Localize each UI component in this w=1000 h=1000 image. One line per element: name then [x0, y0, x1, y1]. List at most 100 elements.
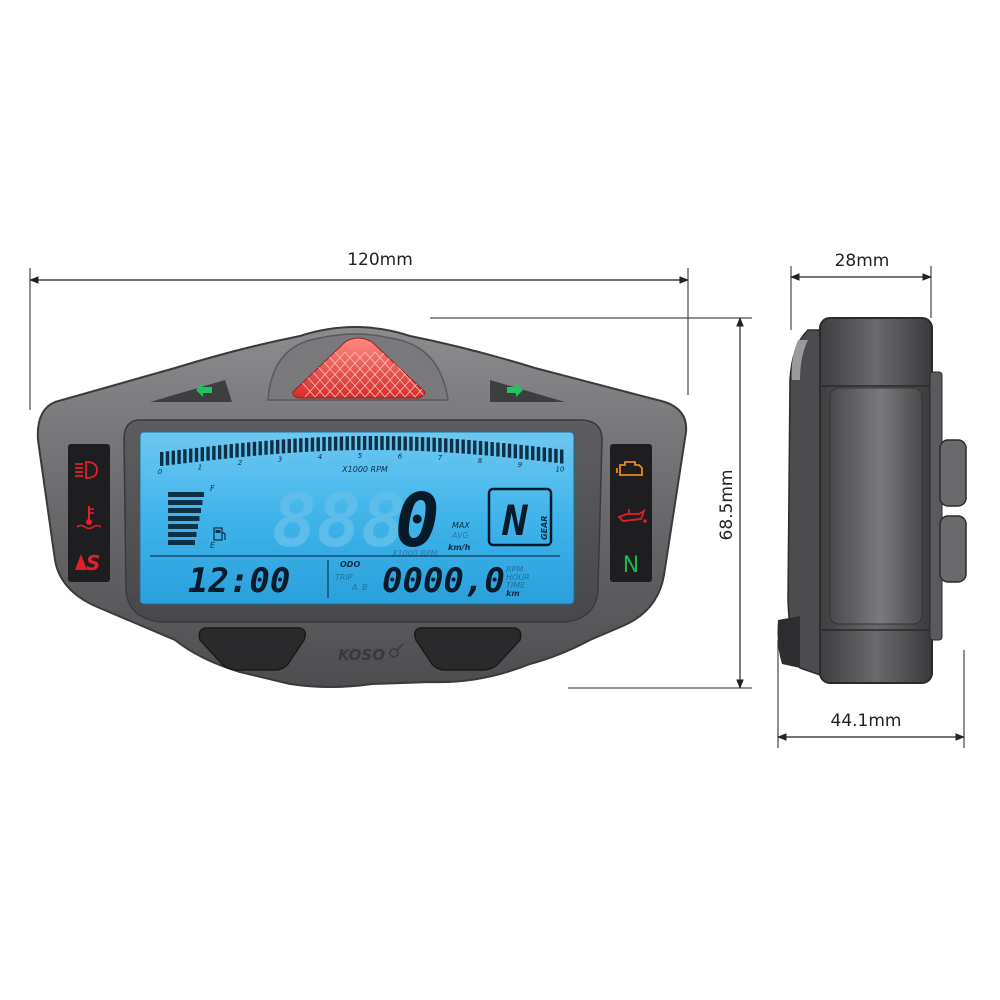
left-warning-panel: S	[68, 444, 110, 582]
rpm-bar-segment	[200, 447, 204, 462]
shift-light-grid-line	[364, 351, 406, 398]
fuel-bar-segment	[168, 516, 200, 521]
shift-light-grid-line	[414, 351, 425, 398]
rpm-bar-segment	[420, 437, 425, 452]
rpm-bar-segment	[368, 436, 373, 451]
rpm-bar-segment	[316, 437, 320, 452]
turn-right-icon	[507, 383, 523, 397]
rpm-bar-segment	[246, 442, 251, 457]
headlight-icon	[75, 461, 98, 479]
fuel-bar-segment	[168, 492, 204, 497]
speed-ghost-digits: 888	[272, 478, 406, 564]
rpm-hour-label-rpm: RPM	[506, 565, 523, 574]
right-button[interactable]	[413, 627, 522, 671]
fuel-bar-segment	[168, 500, 203, 505]
rpm-bar-segment	[183, 449, 187, 464]
rpm-bar-segment	[386, 436, 390, 451]
rpm-tick-label: 4	[318, 453, 322, 461]
rpm-sub-label: X1000 RPM	[391, 549, 438, 558]
rpm-bar-segment	[357, 436, 361, 451]
rpm-bar-segment	[160, 452, 164, 466]
rpm-bar-segment	[235, 443, 239, 458]
rpm-tick-label: 9	[518, 461, 523, 469]
rpm-bar-segment	[281, 439, 286, 454]
height-label: 68.5mm	[717, 470, 737, 541]
rpm-bar-segment	[374, 436, 378, 451]
rpm-tick-label: 5	[358, 452, 363, 460]
rpm-bar-segment	[409, 436, 413, 451]
width-label: 120mm	[347, 250, 413, 270]
rpm-bar-segment	[194, 447, 199, 462]
trip-label: TRIP	[335, 573, 353, 582]
fuel-bar-segment	[168, 532, 197, 537]
rpm-bar-segment	[299, 438, 303, 453]
rpm-tick-label: 0	[158, 468, 163, 476]
odo-unit: km	[506, 589, 520, 598]
rpm-bar-segment	[264, 440, 268, 455]
rpm-tick-label: 7	[438, 454, 443, 462]
depth-top-label: 28mm	[835, 251, 890, 271]
speed-unit: km/h	[448, 543, 471, 552]
rpm-bar-segment	[217, 445, 222, 460]
side-view	[777, 317, 967, 684]
rpm-bar-segment	[333, 436, 338, 451]
side-bottom-bracket	[777, 616, 800, 668]
rpm-bar-segment	[304, 437, 309, 452]
rpm-bar-segment	[391, 436, 396, 451]
rpm-bar-segment	[188, 448, 193, 463]
check-engine-icon	[616, 461, 643, 476]
rpm-bar	[160, 436, 564, 466]
left-button[interactable]	[198, 627, 307, 671]
rpm-bar-segment	[525, 445, 529, 460]
rpm-bar-segment	[554, 448, 558, 463]
turn-right-housing	[490, 380, 565, 402]
rpm-bar-segment	[310, 437, 315, 452]
rpm-bar-segment	[560, 449, 564, 464]
rpm-tick-label: 8	[478, 457, 483, 465]
shift-light-grid-line	[334, 351, 376, 398]
rpm-bar-segment	[415, 436, 419, 451]
dimension-height: 68.5mm	[430, 317, 752, 689]
rpm-bar-segment	[455, 439, 460, 454]
rpm-bar-segment	[536, 446, 541, 461]
shift-light-grid	[292, 351, 425, 398]
rpm-bar-segment	[531, 446, 535, 461]
speed-value: 0	[395, 478, 440, 564]
right-warning-panel: N	[610, 444, 652, 582]
shift-light-grid-line	[404, 351, 425, 398]
warning-s-icon: S	[75, 551, 100, 575]
rpm-bar-segment	[165, 451, 170, 466]
rpm-bar-segment	[177, 449, 181, 464]
rpm-bar-segment	[252, 441, 257, 456]
side-connector-upper	[939, 439, 967, 507]
rpm-bar-segment	[496, 442, 500, 457]
odometer-value: 0000,0	[382, 561, 505, 601]
avg-label: AVG	[451, 531, 469, 540]
rpm-bar-segment	[206, 446, 210, 461]
rpm-bar-segment	[212, 445, 216, 460]
shift-light-grid-line	[324, 351, 366, 398]
max-label: MAX	[452, 521, 470, 530]
rpm-tick-label: 10	[556, 465, 565, 473]
svg-text:S: S	[86, 551, 100, 575]
fuel-full-label: F	[210, 484, 215, 493]
gear-indicator: N GEAR	[487, 487, 553, 547]
turn-left-housing	[150, 380, 232, 402]
rpm-bar-segment	[502, 443, 506, 458]
rpm-bar-segment	[478, 440, 483, 455]
rpm-bar-segment	[380, 436, 384, 451]
fuel-bar-segment	[168, 540, 195, 545]
dimension-depth-top: 28mm	[790, 251, 932, 330]
rpm-bar-segment	[345, 436, 349, 451]
rpm-bar-segment	[484, 441, 489, 456]
rpm-bar-segment	[432, 437, 436, 452]
rpm-bar-segment	[328, 436, 332, 451]
rpm-bar-segment	[444, 438, 448, 453]
oil-pressure-icon	[617, 508, 647, 523]
rpm-tick-label: 3	[278, 456, 282, 464]
rpm-bar-segment	[229, 444, 233, 459]
shift-light-grid-line	[354, 351, 396, 398]
